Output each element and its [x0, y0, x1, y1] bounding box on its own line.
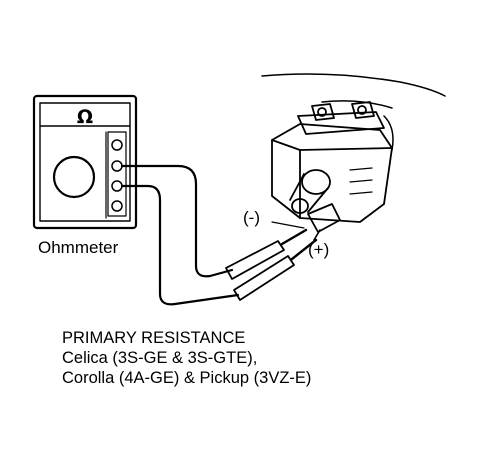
coil-tower-cap — [291, 198, 309, 214]
jack-1 — [111, 139, 123, 151]
primary-terminal-pin — [313, 229, 321, 241]
probe-negative-tip — [280, 228, 308, 246]
coil-rib-3 — [349, 191, 373, 195]
probe-positive-body — [233, 255, 295, 301]
negative-leader-line — [271, 221, 305, 229]
caption-title: PRIMARY RESISTANCE — [62, 329, 246, 347]
caption-line-2: Celica (3S-GE & 3S-GTE), — [62, 349, 258, 367]
ohmmeter: Ω — [32, 94, 138, 230]
ignition-coil — [271, 101, 393, 241]
jack-3 — [111, 180, 123, 192]
coil-mount-bracket — [297, 111, 385, 135]
probe-positive-tip — [290, 238, 318, 261]
probe-positive — [233, 238, 318, 301]
jack-4 — [111, 200, 123, 212]
lead-wire-lower — [120, 184, 240, 306]
caption-line-3: Corolla (4A-GE) & Pickup (3VZ-E) — [62, 369, 312, 387]
coil-housing-top-edge — [271, 139, 393, 151]
mount-bolt-left — [317, 107, 327, 117]
engine-outline-lower — [321, 100, 393, 109]
coil-mount-tab — [311, 103, 335, 121]
mount-bolt-right — [357, 105, 367, 115]
lead-wire-upper — [120, 164, 234, 278]
jack-2 — [111, 160, 123, 172]
selector-dial — [52, 155, 96, 199]
engine-outline — [261, 73, 446, 151]
ohm-symbol: Ω — [77, 106, 93, 128]
coil-tower — [301, 169, 331, 195]
coil-tower-side — [289, 173, 329, 213]
coil-rib-2 — [349, 179, 373, 183]
positive-terminal-label: (+) — [308, 240, 330, 259]
ohmmeter-label: Ohmmeter — [38, 238, 119, 257]
test-leads — [120, 164, 240, 306]
probe-negative — [225, 228, 308, 280]
caption: PRIMARY RESISTANCE Celica (3S-GE & 3S-GT… — [62, 328, 311, 388]
engine-outline-top — [261, 73, 446, 97]
negative-terminal-label: (-) — [243, 208, 260, 227]
coil-housing — [271, 123, 393, 223]
jack-panel — [107, 131, 127, 217]
ohmmeter-inner-panel — [39, 102, 131, 222]
coil-mount-tab-right — [351, 101, 375, 119]
primary-terminal-connector — [307, 203, 341, 233]
coil-rib-1 — [349, 167, 373, 171]
probe-negative-body — [225, 240, 285, 280]
ohmmeter-outer-case — [32, 94, 138, 230]
engine-outline-right — [383, 115, 394, 151]
